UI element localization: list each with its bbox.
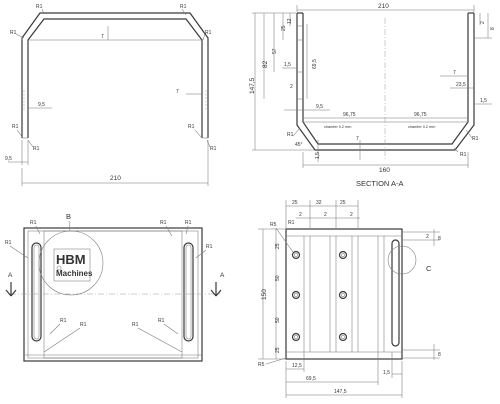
side-r5-label-top: R5 <box>270 222 277 228</box>
side-dim-v150: 150 <box>261 289 268 300</box>
logo-text-machines: Machines <box>56 269 93 278</box>
front-radius-label-br2: R1 <box>210 146 217 152</box>
section-chamfer-note-left: chamfer 0.2 mm <box>324 125 351 129</box>
top-radius-label-7: R1 <box>80 322 87 328</box>
top-plate-outline <box>23 227 203 362</box>
side-dim-c25b: 25 <box>340 200 346 206</box>
top-detail-circle-b <box>38 230 104 296</box>
top-detail-label-b: B <box>66 212 71 221</box>
top-radius-label-4: R1 <box>5 240 12 246</box>
top-section-marker-right: A <box>220 272 225 279</box>
top-section-marker-left: A <box>8 272 13 279</box>
side-slot <box>391 239 400 347</box>
section-radius-label-l: R1 <box>287 132 294 138</box>
side-dim-c2b: 2 <box>324 212 327 218</box>
side-dim-c2a: 2 <box>299 212 302 218</box>
front-radius-label-tr: R1 <box>180 4 187 10</box>
section-dim-12: 12 <box>287 18 293 24</box>
side-dim-b147-5: 147,5 <box>334 389 347 395</box>
section-dim-width: 210 <box>378 3 389 10</box>
front-radius-label-br: R1 <box>188 124 195 130</box>
section-dim-25: 25 <box>281 25 287 31</box>
side-dim-b12-5: 12,5 <box>292 363 302 369</box>
front-bracket-outline-inner <box>27 18 203 138</box>
top-radius-label-2: R1 <box>160 220 167 226</box>
hbm-machines-logo: HBM Machines <box>53 248 93 282</box>
front-view: R1 R1 R1 R1 R1 R1 R1 R1 7 9,5 7 9,5 210 <box>5 4 217 186</box>
side-radius-label: R1 <box>288 220 295 226</box>
section-dim-69-5: 69,5 <box>312 59 318 69</box>
side-dim-v25b: 25 <box>275 347 281 353</box>
side-dim-c32: 32 <box>316 200 322 206</box>
section-dim-2: 2 <box>290 84 293 90</box>
side-dim-c25a: 25 <box>292 200 298 206</box>
top-view: A A R1 R1 R1 R1 R1 R1 R1 R1 R1 B HBM Mac… <box>5 212 225 362</box>
section-radius-label-r: R1 <box>472 136 479 142</box>
section-dim-r23-5: 23,5 <box>456 82 466 88</box>
section-dim-57: 57 <box>272 48 278 54</box>
front-dim-width: 210 <box>110 175 121 182</box>
side-dim-b69-5: 69,5 <box>306 376 316 382</box>
section-dim-9-5: 9,5 <box>316 104 323 110</box>
front-radius-label-l: R1 <box>10 30 17 36</box>
front-dim-bottom-offset: 9,5 <box>5 156 12 162</box>
front-dim-right-offset: 7 <box>176 89 179 95</box>
front-radius-label-r: R1 <box>205 30 212 36</box>
section-dim-r1-5: 1,5 <box>480 98 487 104</box>
section-title: SECTION A-A <box>356 179 404 188</box>
side-plate-outline <box>285 228 403 360</box>
section-dim-b1-5: 1,5 <box>315 152 321 159</box>
front-radius-label-bl2: R1 <box>33 146 40 152</box>
side-dim-r8b: 8 <box>438 352 441 358</box>
front-dim-top-thickness: 7 <box>101 34 104 40</box>
top-slot-left <box>31 242 42 342</box>
section-radius-label-br: R1 <box>460 152 467 158</box>
side-r5-label-bottom: R5 <box>258 362 265 368</box>
side-hole-grid <box>291 250 348 342</box>
top-radius-label-9: R1 <box>158 318 165 324</box>
section-dim-height-total: 147,5 <box>249 77 256 94</box>
section-dim-b7: 7 <box>356 136 359 142</box>
section-dim-r2: 2 <box>480 21 486 24</box>
section-dim-half-left: 96,75 <box>343 112 356 118</box>
front-radius-label-bl: R1 <box>12 124 19 130</box>
side-dim-v25a: 25 <box>275 243 281 249</box>
side-detail-label-c: C <box>426 264 432 273</box>
front-radius-label-tl: R1 <box>36 4 43 10</box>
section-dim-82: 82 <box>262 60 269 68</box>
section-dim-half-right: 96,75 <box>414 112 427 118</box>
side-dim-b1-5: 1,5 <box>383 370 390 376</box>
top-radius-label-3: R1 <box>185 220 192 226</box>
top-slot-right <box>183 242 194 342</box>
section-dim-r7: 7 <box>453 70 456 76</box>
side-view: 25 32 25 2 2 2 R5 R5 150 25 50 50 25 R1 … <box>258 200 441 398</box>
section-angle-label: 45° <box>295 142 303 148</box>
top-radius-label-6: R1 <box>60 318 67 324</box>
top-radius-label-1: R1 <box>30 220 37 226</box>
section-view: 210 147,5 82 57 25 12 1,5 69,5 2 9,5 <box>249 3 496 188</box>
side-detail-circle-c <box>387 245 417 275</box>
logo-text-hbm: HBM <box>56 252 86 267</box>
side-dim-r2: 2 <box>426 234 429 240</box>
section-bracket-outline-outer <box>296 13 475 151</box>
section-dim-bottom: 160 <box>379 167 390 174</box>
side-dim-v50a: 50 <box>275 275 281 281</box>
side-dim-r8: 8 <box>438 236 441 242</box>
front-bracket-outline-outer <box>21 12 209 138</box>
top-radius-label-8: R1 <box>132 322 139 328</box>
top-radius-label-5: R1 <box>206 244 213 250</box>
side-dim-c2c: 2 <box>350 212 353 218</box>
front-dim-left-offset: 9,5 <box>38 102 45 108</box>
section-chamfer-note-right: chamfer 0.2 mm <box>408 125 435 129</box>
section-dim-r8: 8 <box>490 27 496 30</box>
side-dim-v50b: 50 <box>275 317 281 323</box>
section-dim-1-5: 1,5 <box>284 62 291 68</box>
